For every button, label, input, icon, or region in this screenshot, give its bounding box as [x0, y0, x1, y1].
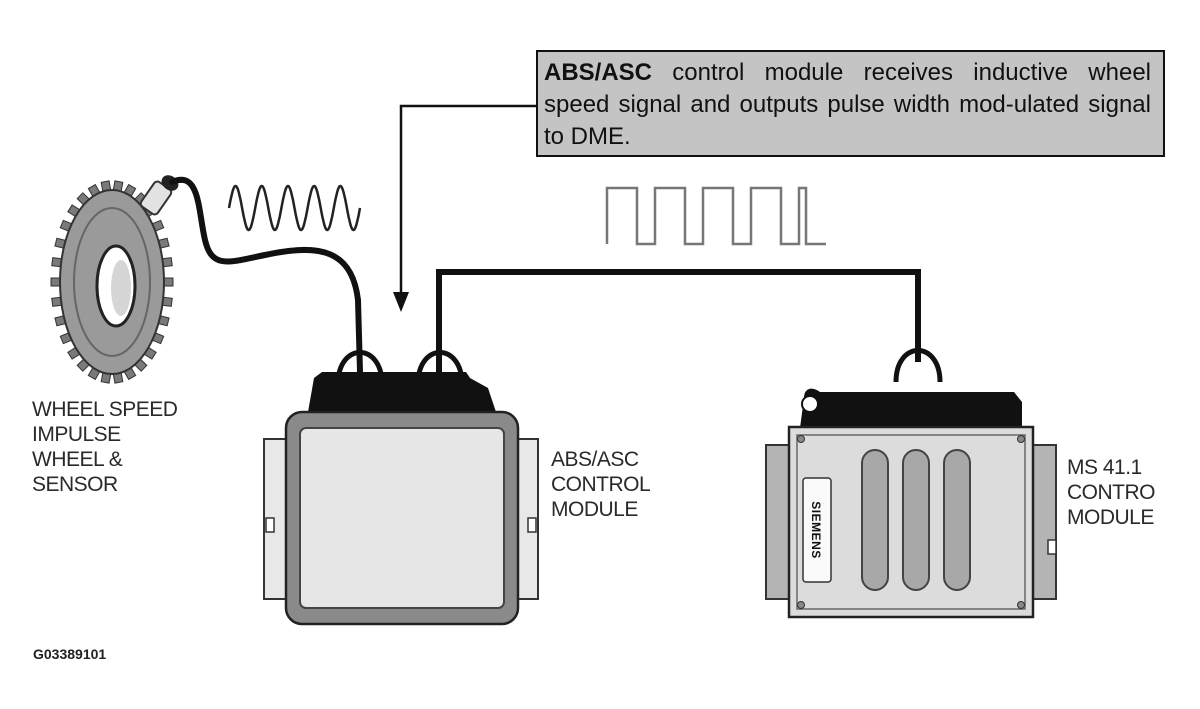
inductive-signal-wave: [227, 184, 362, 232]
ms-right-bracket: [1029, 444, 1057, 600]
abs-label-line: CONTROL: [551, 473, 651, 496]
ms-corner-screws: [797, 435, 1025, 609]
abs-sensor-plug: [335, 350, 385, 385]
ms-connector: [800, 388, 1022, 428]
pwm-signal-wave: [605, 186, 826, 246]
sensor-cable: [169, 176, 363, 375]
ms-input-plug: [893, 348, 943, 383]
abs-label-line: ABS/ASC: [551, 448, 639, 471]
gear-ring: [73, 207, 151, 357]
wheel-sensor-label: WHEEL SPEED IMPULSE WHEEL & SENSOR: [32, 397, 178, 497]
ms-label-line: MODULE: [1067, 506, 1154, 529]
wheel-label-line: WHEEL &: [32, 448, 123, 471]
siemens-logo-text: SIEMENS: [809, 501, 824, 559]
ms-label-line: MS 41.1: [1067, 456, 1142, 479]
ms-module-label: MS 41.1 CONTRO MODULE: [1067, 455, 1156, 530]
ms-left-bracket: [765, 444, 793, 600]
pwm-signal-wire: [436, 269, 921, 372]
ms41-control-module: [765, 348, 1057, 619]
impulse-wheel: [50, 180, 174, 384]
ms-label-line: CONTRO: [1067, 481, 1156, 504]
ms-cooling-rib-1: [861, 449, 889, 591]
wheel-label-line: IMPULSE: [32, 423, 121, 446]
figure-id: G03389101: [33, 646, 107, 662]
wheel-label-line: WHEEL SPEED: [32, 398, 178, 421]
callout-bold: ABS/ASC: [544, 59, 653, 86]
ms-cooling-rib-3: [943, 449, 971, 591]
abs-output-plug: [415, 350, 465, 385]
abs-label-line: MODULE: [551, 498, 638, 521]
ms-brand-plate: [802, 477, 832, 583]
siemens-brand: SIEMENS: [798, 480, 834, 580]
callout-leader-arrow: [393, 104, 536, 312]
ms-cooling-rib-2: [902, 449, 930, 591]
callout-box: ABS/ASC control module receives inductiv…: [536, 50, 1165, 157]
abs-asc-control-module: [263, 350, 539, 626]
abs-cover: [299, 427, 505, 609]
wheel-label-line: SENSOR: [32, 473, 118, 496]
callout-text: control module receives inductive wheel …: [544, 59, 1151, 150]
gear-hub-inner: [111, 260, 131, 316]
abs-connector: [308, 372, 496, 412]
abs-module-label: ABS/ASC CONTROL MODULE: [551, 447, 651, 522]
